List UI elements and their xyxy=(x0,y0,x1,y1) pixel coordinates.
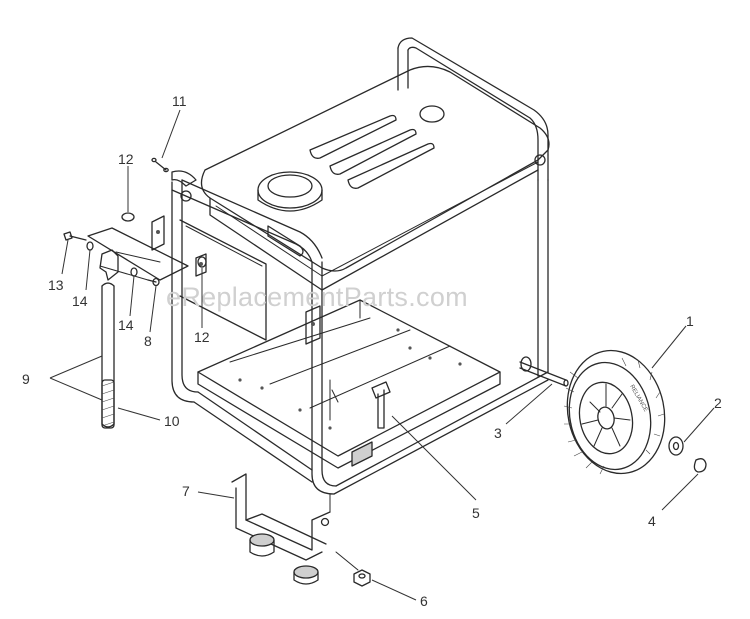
callout-4: 4 xyxy=(648,513,656,529)
callout-6: 6 xyxy=(420,593,428,609)
wheel-brand-text: RELIANCE xyxy=(628,384,648,413)
callout-leaders xyxy=(49,109,715,601)
watermark-text: eReplacementParts.com xyxy=(166,282,468,312)
washer xyxy=(668,436,684,456)
handle-assembly xyxy=(87,227,189,429)
axle xyxy=(519,356,569,387)
callout-8: 8 xyxy=(144,333,152,349)
callout-1: 1 xyxy=(686,313,694,329)
callout-5: 5 xyxy=(472,505,480,521)
handle-hardware xyxy=(63,157,207,287)
callout-9: 9 xyxy=(22,371,30,387)
callout-3: 3 xyxy=(494,425,502,441)
callout-2: 2 xyxy=(714,395,722,411)
fuel-cap xyxy=(257,171,323,212)
callout-10: 10 xyxy=(164,413,180,429)
callout-12-lower: 12 xyxy=(194,329,210,345)
callout-13: 13 xyxy=(48,277,64,293)
fuel-gauge xyxy=(419,105,445,123)
callout-11: 11 xyxy=(172,93,187,109)
foot-bracket xyxy=(231,473,331,585)
callout-7: 7 xyxy=(182,483,190,499)
generator-frame xyxy=(171,37,549,495)
frame-brackets xyxy=(151,215,321,345)
frame-bolt xyxy=(371,381,391,429)
engine-body xyxy=(179,65,550,341)
hub-cap xyxy=(693,458,707,473)
callout-labels: 1 2 3 4 5 6 7 8 9 10 11 12 12 13 14 14 xyxy=(22,93,722,609)
callout-14-right: 14 xyxy=(118,317,134,333)
base-plate xyxy=(197,299,501,469)
nut xyxy=(335,551,371,587)
callout-12-upper: 12 xyxy=(118,151,134,167)
wheel: RELIANCE xyxy=(563,349,707,475)
callout-14-left: 14 xyxy=(72,293,88,309)
